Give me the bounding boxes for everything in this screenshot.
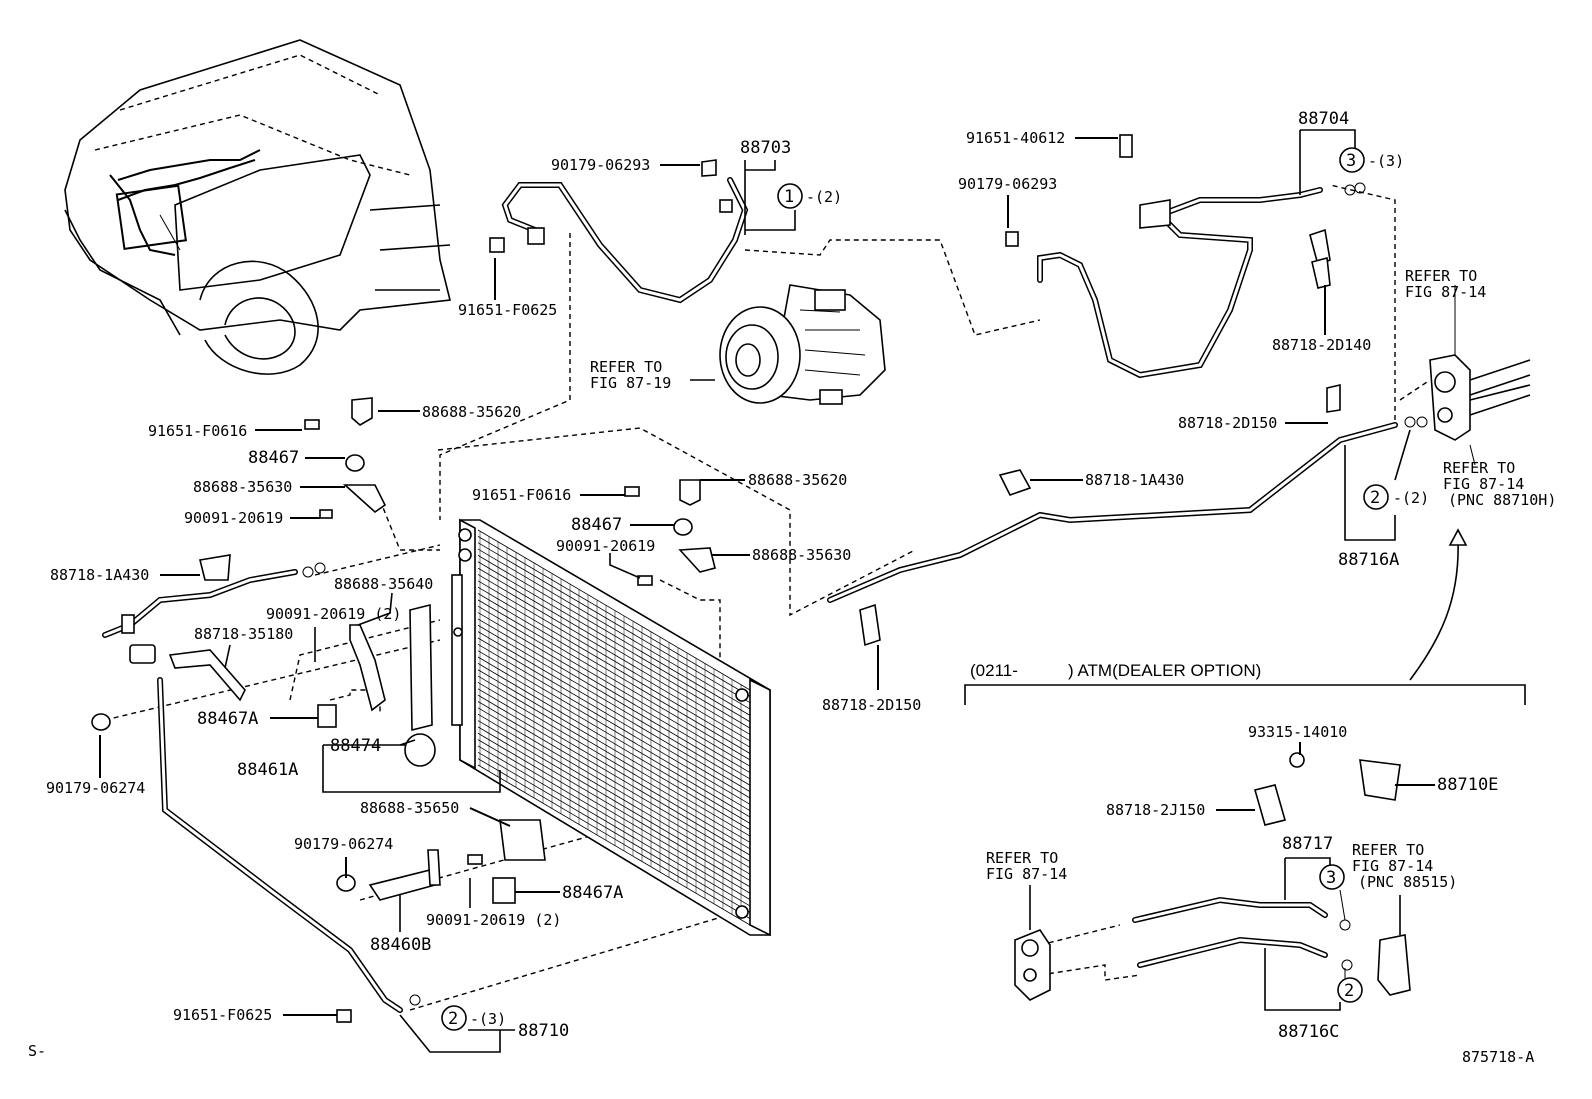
callout-2-right-qty: -(2) bbox=[1393, 489, 1429, 507]
refer-top-line2: FIG 87-14 bbox=[1405, 283, 1486, 301]
label-88688-35620-b: 88688-35620 bbox=[748, 471, 847, 489]
label-91651-f0625-bottom: 91651-F0625 bbox=[173, 1006, 272, 1024]
footer-right-code: 875718-A bbox=[1462, 1048, 1534, 1066]
refer-atm-right-line1: REFER TO bbox=[1352, 841, 1424, 859]
refer-atm-right-line2: FIG 87-14 bbox=[1352, 857, 1433, 875]
part-labels: 88703 90179-06293 91651-F0625 88704 9165… bbox=[28, 109, 1534, 1066]
callout-2-right-text: 2 bbox=[1370, 488, 1380, 508]
footer-left: S- bbox=[28, 1042, 46, 1060]
label-88474: 88474 bbox=[330, 736, 381, 756]
callout-3-top bbox=[1339, 147, 1365, 173]
label-91651-f0625-top: 91651-F0625 bbox=[458, 301, 557, 319]
refer-atm-left-line2: FIG 87-14 bbox=[986, 865, 1067, 883]
refer-compressor-line2: FIG 87-19 bbox=[590, 374, 671, 392]
callout-2-atm-text: 2 bbox=[1344, 981, 1354, 1001]
callout-circles: 1 -(2) 3 -(3) 2 -(2) 2 -(3) 3 2 bbox=[441, 147, 1429, 1031]
refer-notes: REFER TO FIG 87-19 REFER TO FIG 87-14 RE… bbox=[590, 267, 1556, 891]
label-88718-1a430-a: 88718-1A430 bbox=[50, 566, 149, 584]
label-88467-b: 88467 bbox=[571, 515, 622, 535]
label-88688-35620-a: 88688-35620 bbox=[422, 403, 521, 421]
refer-compressor-line1: REFER TO bbox=[590, 358, 662, 376]
callout-3-atm bbox=[1319, 864, 1345, 890]
label-88688-35650: 88688-35650 bbox=[360, 799, 459, 817]
callout-1-text: 1 bbox=[784, 187, 794, 207]
atm-title: ) ATM(DEALER OPTION) bbox=[1068, 661, 1261, 680]
label-88704: 88704 bbox=[1298, 109, 1349, 129]
label-90091-20619-a: 90091-20619 bbox=[184, 509, 283, 527]
refer-pnc-line2: FIG 87-14 bbox=[1443, 475, 1524, 493]
label-90179-06293-left: 90179-06293 bbox=[551, 156, 650, 174]
label-88717: 88717 bbox=[1282, 834, 1333, 854]
label-88718-2d150-a: 88718-2D150 bbox=[1178, 414, 1277, 432]
condenser bbox=[451, 518, 771, 937]
refer-pnc-line3: (PNC 88710H) bbox=[1448, 491, 1556, 509]
label-88718-1a430-b: 88718-1A430 bbox=[1085, 471, 1184, 489]
refer-atm-left-line1: REFER TO bbox=[986, 849, 1058, 867]
label-88718-2d150-b: 88718-2D150 bbox=[822, 696, 921, 714]
leader-lines bbox=[99, 129, 1526, 1053]
label-91651-f0616-a: 91651-F0616 bbox=[148, 422, 247, 440]
callout-1-qty: -(2) bbox=[806, 188, 842, 206]
label-88716c: 88716C bbox=[1278, 1022, 1339, 1042]
label-91651-f0616-b: 91651-F0616 bbox=[472, 486, 571, 504]
callout-3-top-qty: -(3) bbox=[1368, 152, 1404, 170]
refer-atm-right-line3: (PNC 88515) bbox=[1358, 873, 1457, 891]
label-88718-2j150: 88718-2J150 bbox=[1106, 801, 1205, 819]
label-88710: 88710 bbox=[518, 1021, 569, 1041]
label-88467a-a: 88467A bbox=[197, 709, 258, 729]
atm-section-header: (0211- ) ATM(DEALER OPTION) bbox=[970, 661, 1261, 680]
callout-2-bottom-text: 2 bbox=[448, 1009, 458, 1029]
guide-lines bbox=[104, 184, 1431, 1011]
callout-1 bbox=[777, 183, 803, 209]
label-88688-35630-b: 88688-35630 bbox=[752, 546, 851, 564]
label-88688-35630-a: 88688-35630 bbox=[193, 478, 292, 496]
refer-top-line1: REFER TO bbox=[1405, 267, 1477, 285]
label-91651-40612: 91651-40612 bbox=[966, 129, 1065, 147]
label-88710e: 88710E bbox=[1437, 775, 1498, 795]
label-88467a-b: 88467A bbox=[562, 883, 623, 903]
label-88718-35180: 88718-35180 bbox=[194, 625, 293, 643]
refer-pnc-line1: REFER TO bbox=[1443, 459, 1515, 477]
small-parts bbox=[91, 134, 1531, 1023]
label-90179-06274-a: 90179-06274 bbox=[46, 779, 145, 797]
atm-range: (0211- bbox=[970, 661, 1018, 680]
callout-2-atm bbox=[1337, 977, 1363, 1003]
callout-3-top-text: 3 bbox=[1346, 151, 1356, 171]
label-88718-2d140: 88718-2D140 bbox=[1272, 336, 1371, 354]
label-88467-a: 88467 bbox=[248, 448, 299, 468]
label-88703: 88703 bbox=[740, 138, 791, 158]
compressor bbox=[690, 284, 886, 405]
label-88716a: 88716A bbox=[1338, 550, 1399, 570]
label-90091-20619-2b: 90091-20619 (2) bbox=[426, 911, 561, 929]
label-88460b: 88460B bbox=[370, 935, 431, 955]
callout-2-bottom-qty: -(3) bbox=[470, 1010, 506, 1028]
callout-2-bottom bbox=[441, 1005, 467, 1031]
label-93315-14010: 93315-14010 bbox=[1248, 723, 1347, 741]
label-90179-06293-right: 90179-06293 bbox=[958, 175, 1057, 193]
label-88461a: 88461A bbox=[237, 760, 298, 780]
callout-2-right bbox=[1363, 484, 1389, 510]
label-88688-35640: 88688-35640 bbox=[334, 575, 433, 593]
label-90179-06274-b: 90179-06274 bbox=[294, 835, 393, 853]
label-90091-20619-b: 90091-20619 bbox=[556, 537, 655, 555]
vehicle-illustration bbox=[64, 39, 451, 375]
callout-3-atm-text: 3 bbox=[1326, 868, 1336, 888]
label-90091-20619-2a: 90091-20619 (2) bbox=[266, 605, 401, 623]
